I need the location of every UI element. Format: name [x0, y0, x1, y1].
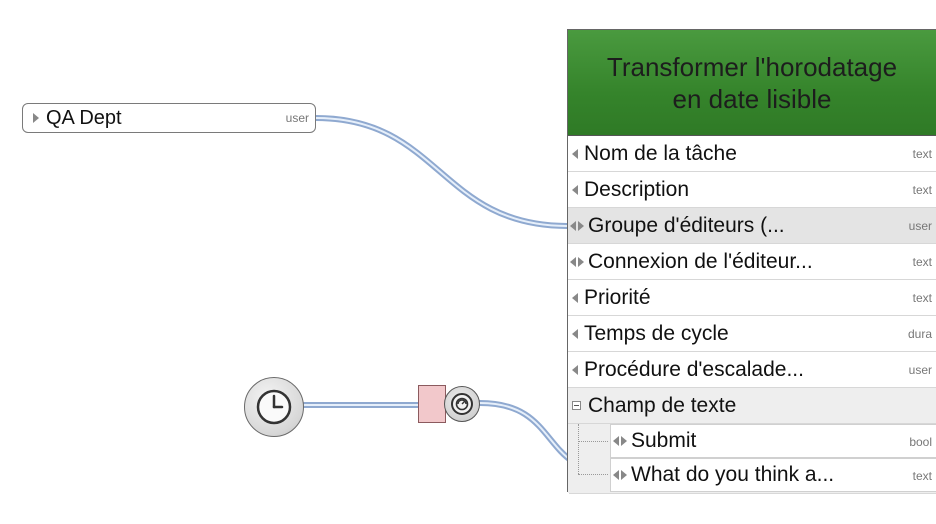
field-label: Priorité [584, 285, 651, 309]
field-row-description[interactable]: Description text [568, 172, 936, 208]
bidirectional-arrow-icon [570, 256, 584, 267]
input-arrow-icon [572, 292, 578, 303]
gear-icon [451, 393, 473, 415]
tree-connector [578, 441, 608, 442]
converter-input-port[interactable] [418, 385, 446, 423]
field-type: user [908, 363, 932, 377]
field-label: Connexion de l'éditeur... [588, 249, 813, 273]
collapse-icon[interactable] [572, 401, 581, 410]
field-type: text [912, 469, 932, 483]
clock-icon [256, 389, 292, 425]
field-type: text [912, 183, 932, 197]
field-label: What do you think a... [631, 463, 835, 486]
group-children: Submit bool What do you think a... text [568, 424, 936, 493]
field-row-what-do-you-think[interactable]: What do you think a... text [610, 458, 936, 492]
bidirectional-arrow-icon [613, 470, 627, 480]
field-label: Groupe d'éditeurs (... [588, 213, 785, 237]
field-row-temps-de-cycle[interactable]: Temps de cycle dura [568, 316, 936, 352]
field-label: Description [584, 177, 690, 201]
field-row-priorite[interactable]: Priorité text [568, 280, 936, 316]
field-type: user [908, 219, 932, 233]
group-row-champ-de-texte[interactable]: Champ de texte [568, 388, 936, 424]
tree-connector [578, 474, 608, 475]
field-row-nom-de-la-tache[interactable]: Nom de la tâche text [568, 136, 936, 172]
task-node-header[interactable]: Transformer l'horodatage en date lisible [568, 30, 936, 136]
input-arrow-icon [572, 328, 578, 339]
bidirectional-arrow-icon [570, 220, 584, 231]
converter-node[interactable] [444, 386, 480, 422]
task-node-title-line2: en date lisible [672, 84, 832, 114]
bidirectional-arrow-icon [613, 436, 627, 446]
task-node-title-line1: Transformer l'horodatage [606, 52, 898, 82]
wire-qa-dept [313, 115, 570, 229]
source-node-type: user [285, 111, 309, 125]
tree-connector [578, 424, 611, 474]
field-label: Nom de la tâche [584, 141, 737, 165]
field-label: Temps de cycle [584, 321, 729, 345]
field-label: Submit [631, 429, 697, 452]
input-arrow-icon [572, 148, 578, 159]
input-arrow-icon [572, 184, 578, 195]
group-label: Champ de texte [588, 393, 737, 417]
field-type: bool [909, 435, 932, 449]
task-node[interactable]: Transformer l'horodatage en date lisible… [567, 29, 936, 493]
field-row-procedure-escalade[interactable]: Procédure d'escalade... user [568, 352, 936, 388]
field-type: text [912, 291, 932, 305]
field-row-connexion-editeur[interactable]: Connexion de l'éditeur... text [568, 244, 936, 280]
field-row-submit[interactable]: Submit bool [610, 424, 936, 458]
field-type: text [912, 147, 932, 161]
source-node-qa-dept[interactable]: QA Dept user [22, 103, 316, 133]
expand-arrow-icon [33, 113, 39, 123]
input-arrow-icon [572, 364, 578, 375]
clock-node[interactable] [244, 377, 304, 437]
field-label: Procédure d'escalade... [584, 357, 804, 381]
field-type: dura [907, 327, 932, 341]
field-type: text [912, 255, 932, 269]
field-row-groupe-editeurs[interactable]: Groupe d'éditeurs (... user [568, 208, 936, 244]
source-node-label: QA Dept [46, 106, 122, 129]
